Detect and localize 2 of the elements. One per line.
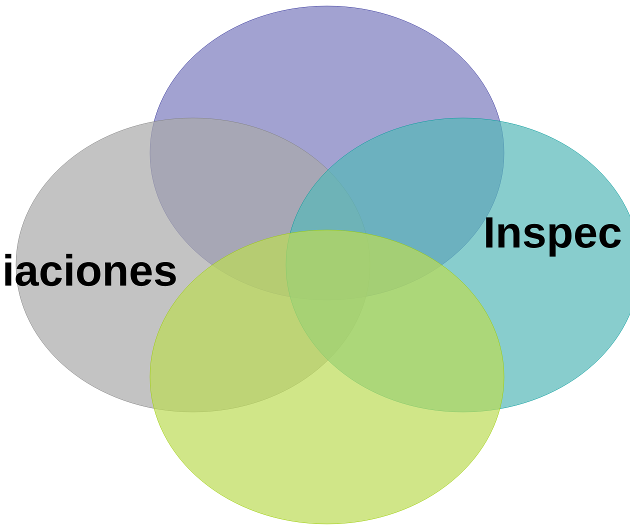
ellipse-label: iaciones <box>5 254 176 286</box>
ellipse-label: Inspec <box>486 217 621 257</box>
